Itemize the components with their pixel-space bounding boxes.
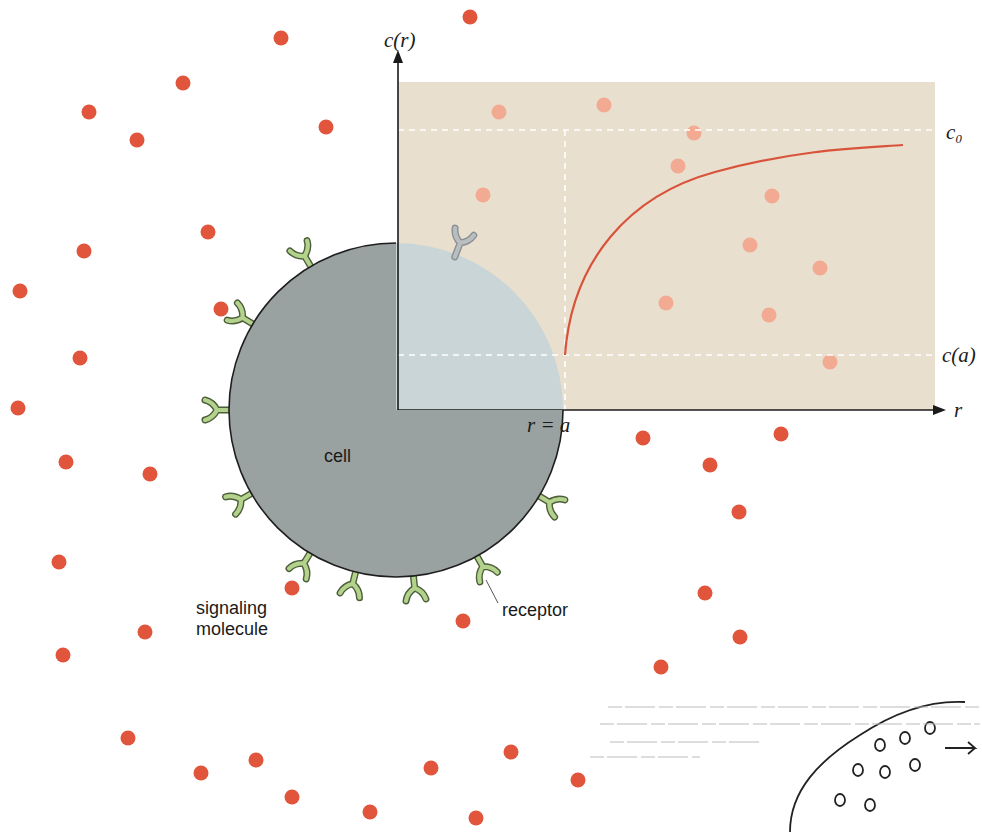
receptor: [205, 400, 232, 420]
receptor-group: [205, 241, 565, 601]
callout-label: signaling molecule: [196, 598, 308, 639]
cell-outline: [229, 243, 563, 577]
signaling-molecule-dot: [176, 76, 191, 91]
signaling-molecule-dot: [121, 731, 136, 746]
signaling-molecule-dot: [504, 745, 519, 760]
axis-value-label: r = a: [527, 413, 570, 438]
signaling-molecule-dot: [813, 261, 828, 276]
receptor-fill: [445, 228, 473, 260]
signaling-molecule-dot: [636, 431, 651, 446]
cell-fill: [229, 243, 563, 577]
signaling-molecule-dot: [138, 625, 153, 640]
axis-label: r: [954, 398, 962, 423]
signaling-molecule-dot: [249, 753, 264, 768]
guide-lines: [398, 130, 935, 410]
signaling-molecule-dot: [743, 238, 758, 253]
receptor: [445, 228, 473, 260]
signaling-molecule-dot: [319, 120, 334, 135]
signaling-molecule-dot: [659, 296, 674, 311]
cell-body: cell: [229, 243, 563, 577]
signaling-molecule-dot: [59, 455, 74, 470]
signaling-molecule-dot: [11, 401, 26, 416]
molecule-dots: [11, 10, 838, 826]
signaling-molecule-dot: [687, 126, 702, 141]
axis-value-label: c₀: [946, 120, 963, 145]
signaling-molecule-dot: [703, 458, 718, 473]
signaling-molecule-dot: [363, 805, 378, 820]
hand-sketch: [790, 702, 975, 832]
signaling-molecule-dot: [285, 790, 300, 805]
signaling-molecule-dot: [194, 766, 209, 781]
signaling-molecule-dot: [823, 355, 838, 370]
signaling-molecule-dot: [774, 427, 789, 442]
signaling-molecule-dot: [214, 302, 229, 317]
receptor-outline: [205, 400, 232, 420]
signaling-molecule-dot: [671, 159, 686, 174]
signaling-molecule-dot: [762, 308, 777, 323]
signaling-molecule-dot: [274, 31, 289, 46]
signaling-molecule-dot: [13, 284, 28, 299]
concentration-curve: [565, 145, 903, 355]
signaling-molecule-dot: [56, 648, 71, 663]
signaling-molecule-dot: [143, 467, 158, 482]
signaling-molecule-dot: [285, 581, 300, 596]
cell-membrane: [229, 243, 563, 577]
signaling-molecule-dot: [571, 773, 586, 788]
signaling-molecule-dot: [201, 225, 216, 240]
signaling-molecule-dot: [130, 133, 145, 148]
signaling-molecule-dot: [698, 586, 713, 601]
axis-value-label: c(a): [942, 343, 976, 368]
signaling-molecule-dot: [456, 614, 471, 629]
cell-quadrant: [396, 243, 563, 410]
signaling-molecule-dot: [469, 811, 484, 826]
signaling-molecule-dot: [765, 189, 780, 204]
signaling-molecule-dot: [733, 630, 748, 645]
receptor-ghost: [445, 228, 473, 260]
signaling-molecule-dot: [654, 660, 669, 675]
signaling-molecule-dot: [732, 505, 747, 520]
signaling-molecule-dot: [77, 244, 92, 259]
signaling-molecule-dot: [492, 105, 507, 120]
callout-label: receptor: [502, 600, 568, 621]
signaling-molecule-dot: [424, 761, 439, 776]
axis-label: c(r): [384, 28, 415, 53]
axes: [393, 50, 946, 415]
cell-label: cell: [324, 446, 351, 467]
signaling-molecule-dot: [463, 10, 478, 25]
receptor-outline: [445, 228, 473, 260]
signaling-molecule-dot: [73, 351, 88, 366]
signaling-molecule-dot: [597, 98, 612, 113]
receptor-fill: [205, 400, 232, 420]
signaling-molecule-dot: [82, 105, 97, 120]
sketch-scratches: [590, 707, 980, 757]
signaling-molecule-dot: [52, 555, 67, 570]
leader-line: [486, 580, 498, 603]
signaling-molecule-dot: [476, 188, 491, 203]
